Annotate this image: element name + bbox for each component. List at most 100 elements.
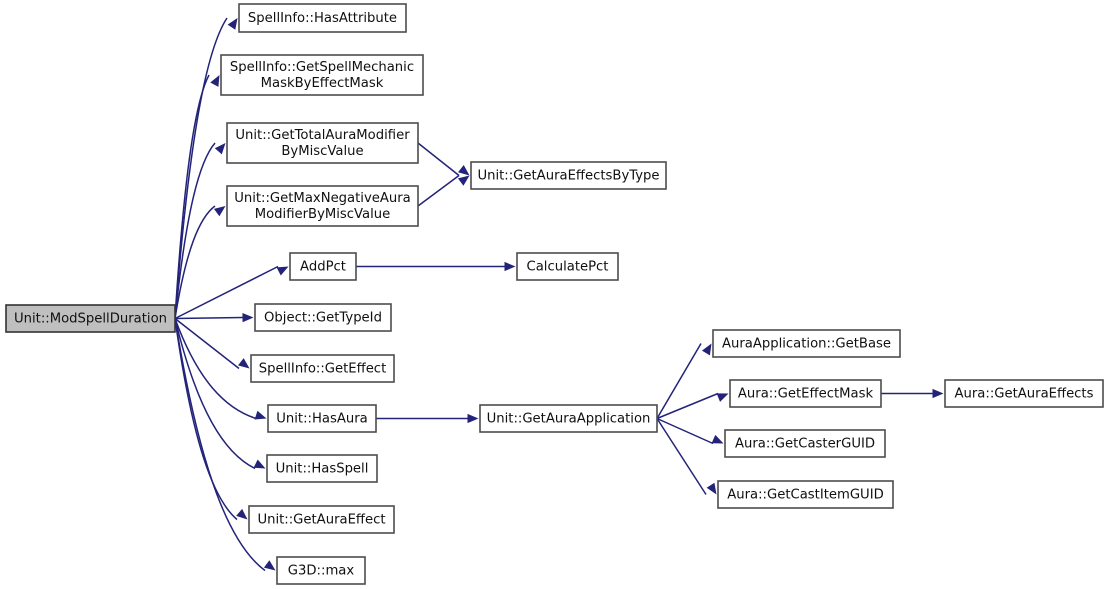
node-has-aura[interactable]: Unit::HasAura xyxy=(267,404,377,433)
edge-arrowhead xyxy=(213,206,226,217)
node-get-effect-mask[interactable]: Aura::GetEffectMask xyxy=(729,379,882,408)
node-label-line: Unit::GetAuraApplication xyxy=(487,412,651,427)
node-box[interactable] xyxy=(516,252,619,281)
node-label-line: Unit::GetMaxNegativeAura xyxy=(234,191,411,206)
edge-get-aura-application-to-get-base xyxy=(656,343,712,419)
edge-line xyxy=(417,174,460,207)
node-get-aura-effects[interactable]: Aura::GetAuraEffects xyxy=(944,379,1104,408)
edge-mod-spell-duration-to-get-spell-mechanic-mask xyxy=(174,74,220,319)
edge-add-pct-to-calculate-pct xyxy=(356,261,516,272)
node-layer: Unit::ModSpellDuration SpellInfo::HasAttr… xyxy=(5,3,1104,585)
node-box[interactable] xyxy=(226,185,419,227)
node-get-aura-effects-by-type[interactable]: Unit::GetAuraEffectsByType xyxy=(470,161,667,190)
node-box[interactable] xyxy=(267,404,377,433)
node-label: Unit::GetAuraApplication xyxy=(487,412,651,427)
node-label: Aura::GetCastItemGUID xyxy=(727,488,884,503)
node-box[interactable] xyxy=(276,556,366,585)
edge-get-effect-mask-to-get-aura-effects xyxy=(881,388,944,399)
node-add-pct[interactable]: AddPct xyxy=(289,252,357,281)
edge-arrowhead xyxy=(238,358,250,369)
edge-arrowhead xyxy=(467,413,479,424)
node-label-line: CalculatePct xyxy=(527,260,609,275)
node-label: SpellInfo::GetEffect xyxy=(259,362,386,377)
node-box[interactable] xyxy=(479,404,658,433)
node-g3d-max[interactable]: G3D::max xyxy=(276,556,366,585)
node-label: SpellInfo::HasAttribute xyxy=(248,11,397,26)
edge-mod-spell-duration-to-get-max-negative-aura xyxy=(174,205,226,319)
edge-arrowhead xyxy=(210,75,220,87)
node-get-type-id[interactable]: Object::GetTypeId xyxy=(254,303,392,332)
node-box[interactable] xyxy=(220,54,424,96)
node-box[interactable] xyxy=(5,304,176,333)
node-label-line: G3D::max xyxy=(288,564,355,579)
edge-line xyxy=(656,392,719,420)
node-label: G3D::max xyxy=(288,564,355,579)
node-label: Unit::GetAuraEffect xyxy=(257,513,385,528)
edge-mod-spell-duration-to-has-spell xyxy=(174,318,266,470)
node-label: Aura::GetCasterGUID xyxy=(735,437,875,452)
node-label-line: Aura::GetAuraEffects xyxy=(955,387,1094,402)
node-mod-spell-duration[interactable]: Unit::ModSpellDuration xyxy=(5,304,176,333)
edge-get-max-negative-aura-to-get-aura-effects-by-type xyxy=(417,174,470,207)
node-has-attribute[interactable]: SpellInfo::HasAttribute xyxy=(238,3,407,33)
node-has-spell[interactable]: Unit::HasSpell xyxy=(266,454,378,483)
edge-arrowhead xyxy=(242,313,254,323)
node-get-caster-guid[interactable]: Aura::GetCasterGUID xyxy=(724,429,886,458)
node-box[interactable] xyxy=(266,454,378,483)
edge-arrowhead xyxy=(276,266,289,276)
edge-arrowhead xyxy=(254,410,267,420)
edge-line xyxy=(174,142,216,319)
node-box[interactable] xyxy=(470,161,667,190)
edge-get-aura-application-to-get-caster-guid xyxy=(656,417,724,445)
edge-mod-spell-duration-to-get-aura-effect xyxy=(174,318,248,521)
edge-line xyxy=(656,343,702,419)
node-box[interactable] xyxy=(254,303,392,332)
node-get-effect[interactable]: SpellInfo::GetEffect xyxy=(250,354,395,383)
node-label: Unit::HasAura xyxy=(276,412,367,427)
node-get-cast-item-guid[interactable]: Aura::GetCastItemGUID xyxy=(717,480,894,509)
edge-arrowhead xyxy=(716,393,729,402)
node-label-line: Unit::HasAura xyxy=(276,412,367,427)
node-calculate-pct[interactable]: CalculatePct xyxy=(516,252,619,281)
node-box[interactable] xyxy=(724,429,886,458)
edge-arrowhead xyxy=(706,482,717,495)
edge-arrowhead xyxy=(227,18,238,30)
edge-arrowhead xyxy=(214,143,226,155)
node-box[interactable] xyxy=(717,480,894,509)
edge-arrowhead xyxy=(504,261,516,272)
node-box[interactable] xyxy=(226,122,419,164)
node-label: Aura::GetEffectMask xyxy=(738,387,874,402)
node-get-aura-application[interactable]: Unit::GetAuraApplication xyxy=(479,404,658,433)
edge-arrowhead xyxy=(458,165,470,176)
edge-mod-spell-duration-to-has-aura xyxy=(174,318,267,420)
edge-line xyxy=(174,205,216,319)
edge-line xyxy=(174,318,266,572)
node-box[interactable] xyxy=(289,252,357,281)
node-label-line: Unit::HasSpell xyxy=(276,462,369,477)
node-get-base[interactable]: AuraApplication::GetBase xyxy=(712,329,901,358)
edge-mod-spell-duration-to-get-type-id xyxy=(174,313,254,323)
node-get-aura-effect[interactable]: Unit::GetAuraEffect xyxy=(248,505,395,534)
node-label-line: SpellInfo::GetEffect xyxy=(259,362,386,377)
node-box[interactable] xyxy=(250,354,395,383)
edge-line xyxy=(174,17,228,319)
node-box[interactable] xyxy=(944,379,1104,408)
node-label: AddPct xyxy=(300,260,346,275)
node-box[interactable] xyxy=(712,329,901,358)
node-box[interactable] xyxy=(238,3,407,33)
node-box[interactable] xyxy=(729,379,882,408)
node-label-line: AuraApplication::GetBase xyxy=(722,337,891,352)
node-label: Object::GetTypeId xyxy=(264,311,382,326)
edge-line xyxy=(174,318,238,521)
edge-line xyxy=(417,142,460,177)
edge-arrowhead xyxy=(711,434,724,444)
node-box[interactable] xyxy=(248,505,395,534)
node-label-line: SpellInfo::HasAttribute xyxy=(248,11,397,26)
